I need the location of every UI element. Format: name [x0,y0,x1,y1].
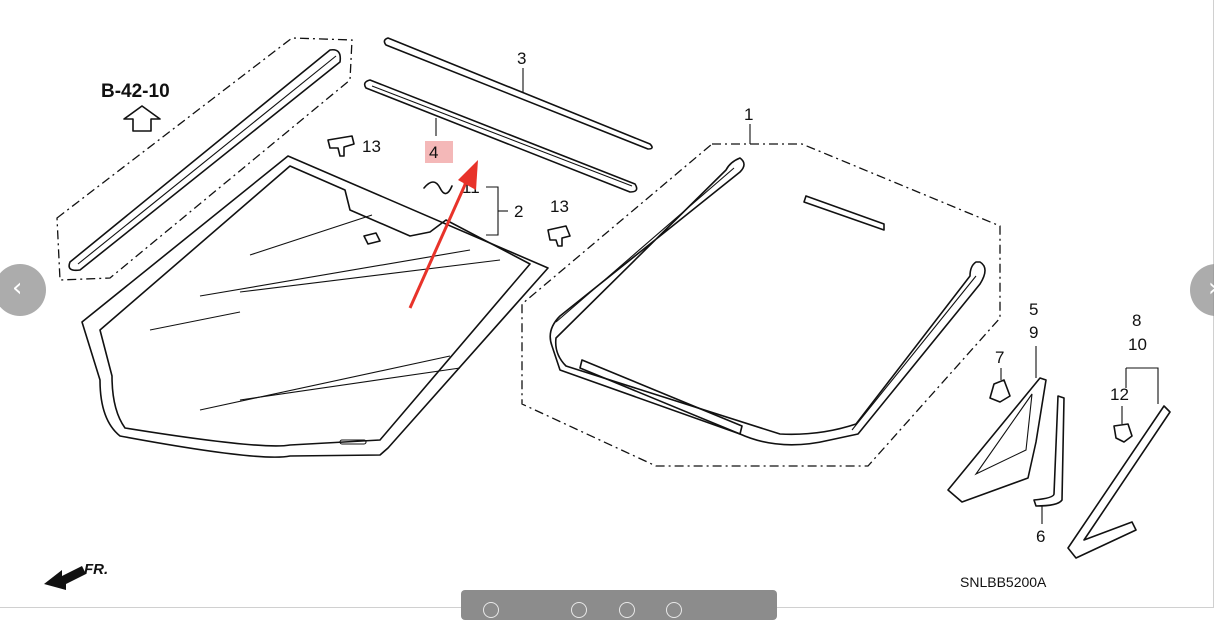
glass-reflection-5 [199,355,451,411]
annotation-arrow-shaft [408,177,470,309]
mirror-mount [363,232,381,245]
bracket-2 [486,186,499,236]
glass-reflection-1 [249,214,373,256]
upper-strip [803,195,885,231]
dam-rubber-outer [549,157,986,446]
bracket-8-10 [1126,367,1159,404]
clip-13-upper [327,135,355,157]
windshield-inner [99,165,531,447]
dam-group-box [521,143,1001,467]
previous-image-button[interactable]: ‹ [0,264,46,316]
label-13b: 13 [550,197,569,216]
label-10: 10 [1128,335,1147,354]
quarter-glass-inner [974,393,1033,476]
label-8: 8 [1132,311,1141,330]
spring-clip-11 [423,181,453,195]
moulding-strip-4 [363,79,638,193]
glass-reflection-4 [149,311,241,331]
side-moulding [68,48,342,272]
label-13a: 13 [362,137,381,156]
label-5: 5 [1029,300,1038,319]
label-4: 4 [429,143,438,162]
rotate-icon[interactable] [619,602,635,618]
highlight-box [425,141,453,163]
moulding-strip-4-edge [371,85,633,187]
direction-label: FR. [84,561,108,578]
seal-6 [1033,395,1065,507]
glass-reflection-6 [239,367,461,401]
fullscreen-icon[interactable] [666,602,682,618]
label-2: 2 [514,202,523,221]
windshield-glass [81,155,549,458]
front-direction-arrow-icon [44,566,86,590]
lower-strip [579,359,743,435]
label-9: 9 [1029,323,1038,342]
up-arrow-icon [123,105,161,132]
label-7: 7 [995,348,1004,367]
dam-rubber-inner [555,167,977,431]
clip-13-lower [547,225,571,247]
clip-7 [989,379,1011,403]
zoom-out-icon[interactable] [483,602,499,618]
label-6: 6 [1036,527,1045,546]
label-12: 12 [1110,385,1129,404]
side-moulding-edge [77,55,337,265]
moulding-strip-3 [383,37,653,150]
chevron-left-icon: ‹ [12,273,23,303]
glass-reflection-3 [239,259,501,293]
glass-reflection-2 [199,249,471,297]
glass-tag [339,439,367,445]
label-1: 1 [744,105,753,124]
chevron-right-icon: › [1208,275,1214,301]
ref-page-label: B-42-10 [101,81,170,102]
figure-code: SNLBB5200A [960,574,1047,590]
moulding-group-box [56,37,353,281]
weatherstrip-8-10 [1067,405,1171,559]
clip-12 [1113,423,1133,443]
quarter-glass [947,377,1047,503]
label-3: 3 [517,49,526,68]
viewer-toolbar [461,590,777,620]
annotation-arrow-head [458,160,478,190]
zoom-in-icon[interactable] [571,602,587,618]
